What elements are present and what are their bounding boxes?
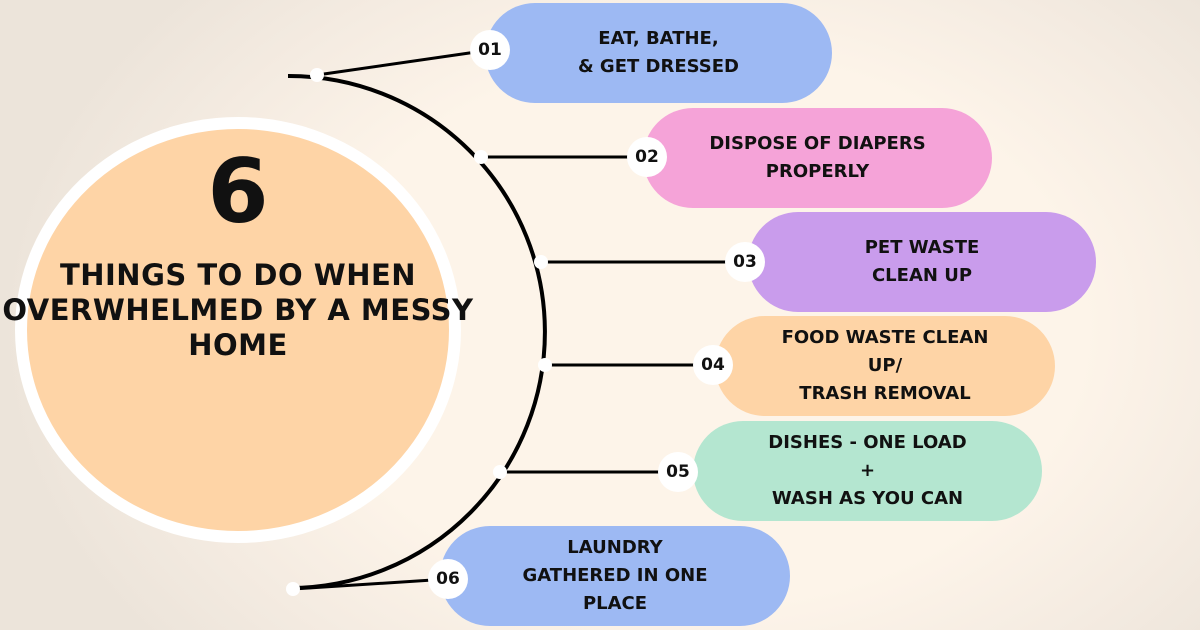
step-pill-3: PET WASTE CLEAN UP — [748, 212, 1096, 312]
step-pill-1: EAT, BATHE, & GET DRESSED — [485, 3, 832, 103]
page-title: THINGS TO DO WHEN OVERWHELMED BY A MESSY… — [2, 258, 474, 362]
step-number-1: 01 — [470, 30, 510, 70]
step-number-4: 04 — [693, 345, 733, 385]
step-number-2: 02 — [627, 137, 667, 177]
step-pill-4: FOOD WASTE CLEAN UP/ TRASH REMOVAL — [715, 316, 1055, 416]
step-number-3: 03 — [725, 242, 765, 282]
step-number-6: 06 — [428, 559, 468, 599]
step-pill-2: DISPOSE OF DIAPERS PROPERLY — [643, 108, 992, 208]
step-pill-5: DISHES - ONE LOAD + WASH AS YOU CAN — [693, 421, 1042, 521]
big-number: 6 — [207, 140, 269, 243]
step-pill-6: LAUNDRY GATHERED IN ONE PLACE — [440, 526, 790, 626]
step-number-5: 05 — [658, 452, 698, 492]
